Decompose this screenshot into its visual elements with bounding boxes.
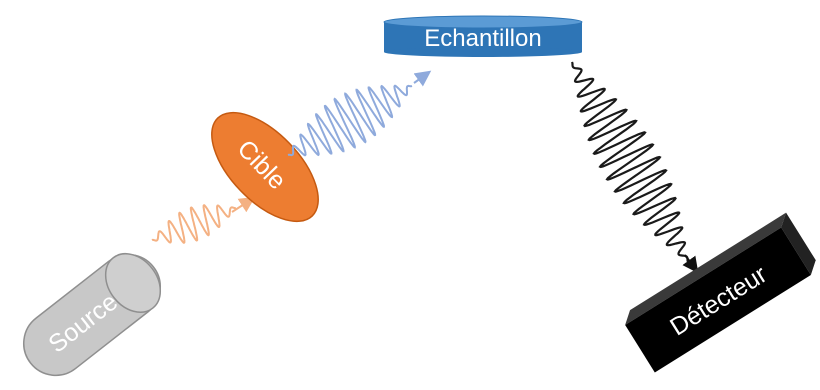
source-wave <box>151 196 256 244</box>
detector-block: Détecteur <box>625 212 816 373</box>
cible-wave <box>287 70 432 157</box>
echantillon-label: Echantillon <box>424 25 541 52</box>
echantillon-wave <box>570 61 699 274</box>
target-ellipse: Cible <box>211 111 319 223</box>
source-cylinder: Source <box>23 253 162 377</box>
sample-disk: Echantillon <box>383 15 583 57</box>
